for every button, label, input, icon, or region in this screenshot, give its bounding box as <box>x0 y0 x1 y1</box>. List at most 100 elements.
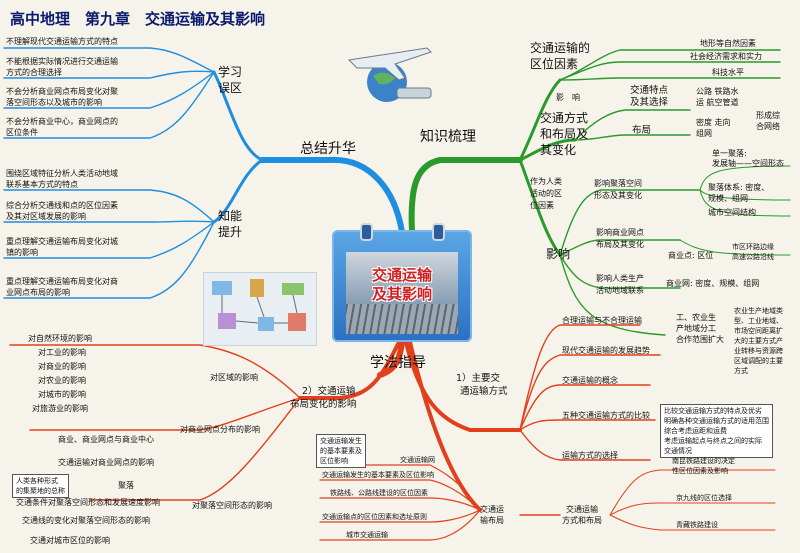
zhineng-label-2: 提升 <box>218 225 243 239</box>
zhuyao-item: 现代交通运输的发展趋势 <box>562 346 650 355</box>
buju-item: 城市交通运输 <box>346 531 388 539</box>
zhuyao-compare-line: 交通情况 <box>664 447 692 455</box>
center-title-line2: 及其影响 <box>371 285 432 303</box>
bianhua-jl-item: 交通线的变化对聚落空间形态的影响 <box>22 516 150 525</box>
land-use-illustration <box>203 272 317 346</box>
xuexi-label-1: 学习 <box>218 65 243 79</box>
bianhua-jl-item: 交通条件对聚落空间形态和发展速度影响 <box>16 498 160 507</box>
buju-boxed-line: 交通运输发生 <box>320 437 362 445</box>
yingxiang-multi-1: 聚落体系: 密度、 <box>708 183 770 192</box>
quwei-item: 地形等自然因素 <box>700 39 756 48</box>
fangshi-buju: 布局 <box>632 125 652 136</box>
zhuyao-compare-line: 明确各种交通运输方式的适用范围 <box>664 417 769 425</box>
zhuyao-compare-line: 比较交通运输方式的特点及优劣 <box>664 407 762 415</box>
quwei-label-2: 区位因素 <box>530 57 579 71</box>
buju-boxed-line: 区位影响 <box>320 457 348 465</box>
yingxiang-sy-side-1: 市区环路边缘 <box>732 243 774 251</box>
quwei-item: 科技水平 <box>712 68 744 77</box>
xuexi-item: 不能根据实际情况进行交通运输 <box>6 57 118 66</box>
bianhua-jl-box-line: 人类各种形式 <box>16 477 58 485</box>
yingxiang-juluo-1: 影响聚落空间 <box>594 179 642 188</box>
yingxiang-shangye-2: 布局及其变化 <box>596 240 644 249</box>
buju-sub-item: 南昆铁路建设的决定 <box>672 457 735 465</box>
yingxiang-multi-2: 规模、组网 <box>708 194 748 203</box>
bianhua-quyu-item: 对商业的影响 <box>38 362 86 371</box>
zhineng-item: 围绕区域特征分析人类活动地域 <box>6 169 118 178</box>
zhineng-label-1: 知能 <box>218 209 243 223</box>
bianhua-sy-item: 商业、商业网点与商业中心 <box>58 435 154 444</box>
zhuyao-item: 合理运输与不合理运输 <box>562 316 642 325</box>
bianhua-sy-item: 交通运输对商业网点的影响 <box>58 458 154 467</box>
buju-label-2: 输布局 <box>480 516 504 525</box>
bianhua-quyu-item: 对城市的影响 <box>38 390 86 399</box>
yingxiang-sy-point: 商业点: 区位 <box>668 251 714 260</box>
yingxiang-gy-desc: 大的主要方式产 <box>734 337 783 345</box>
binder-ring <box>432 223 445 241</box>
bianhua-jl-box-line: 的集聚地的总称 <box>16 487 65 495</box>
zhineng-item: 业网点布局的影响 <box>6 288 70 297</box>
fangshi-net-1: 形成综 <box>756 111 780 120</box>
bianhua-jl-item: 交通对城市区位的影响 <box>30 536 110 545</box>
railway-photo <box>346 252 458 334</box>
yingxiang-single-2: 发展轴——空间形态 <box>712 159 784 168</box>
yingxiang-lianxi-2: 活动地域联系 <box>596 286 644 295</box>
bianhua-jl-box: 人类各种形式 的集聚地的总称 <box>12 474 69 498</box>
center-title-line1: 交通运输 <box>371 266 432 284</box>
bianhua-quyu-item: 对自然环境的影响 <box>28 334 92 343</box>
yingxiang-sy-side-2: 高速公路沿线 <box>732 253 774 261</box>
yingxiang-gy-desc: 型、工业地域、 <box>734 317 783 325</box>
buju-boxed-line: 的基本要素及 <box>320 447 362 455</box>
zhineng-item: 镇的影响 <box>6 248 38 257</box>
fangshi-net-2: 合网络 <box>756 122 780 131</box>
yingxiang-act-2: 活动的区 <box>530 189 562 198</box>
branch-zhishi: 知识梳理 <box>420 129 476 145</box>
fangshi-density-2: 组网 <box>696 129 712 138</box>
center-topic: 交通运输 及其影响 <box>332 223 472 342</box>
yingxiang-sy-net: 商业网: 密度、规模、组网 <box>666 279 760 288</box>
yingxiang-gy-desc: 农业生产地域类 <box>734 307 783 315</box>
quwei-label-1: 交通运输的 <box>530 41 591 55</box>
buju-item: 交通运输发生的基本要素及区位影响 <box>322 471 434 479</box>
zhineng-item: 重点理解交通运输布局变化对城 <box>6 237 118 246</box>
xuexi-item: 不会分析商业中心，商业网点的 <box>6 117 118 126</box>
yingxiang-gy-desc: 区域调配的主要 <box>734 357 783 365</box>
buju-boxed: 交通运输发生 的基本要素及 区位影响 <box>316 434 366 468</box>
zhineng-item: 重点理解交通运输布局变化对商 <box>6 277 118 286</box>
fangshi-te-1: 交通特点 <box>630 85 669 96</box>
yingxiang-gy-desc: 市场空间距离扩 <box>734 327 783 335</box>
binder-ring <box>360 223 373 241</box>
yingxiang-act-3: 位因素 <box>530 201 554 210</box>
branch-zongjie: 总结升华 <box>300 141 356 157</box>
bianhua-quyu-item: 对农业的影响 <box>38 376 86 385</box>
fangshi-modes-1: 公路 铁路水 <box>696 87 739 96</box>
bianhua-label-2: 布局变化的影响 <box>290 399 357 410</box>
zhuyao-item: 交通运输的概念 <box>562 376 618 385</box>
buju-item: 铁路线、公路线建设的区位因素 <box>330 489 428 497</box>
zhuyao-item: 运输方式的选择 <box>562 451 618 460</box>
buju-sub-item: 青藏铁路建设 <box>676 521 718 529</box>
yingxiang-act-1: 作为人类 <box>530 177 562 186</box>
zhuyao-label-1: 1）主要交 <box>456 373 501 384</box>
quwei-item: 社会经济需求和实力 <box>690 52 762 61</box>
quwei-yingxiang: 影 响 <box>556 93 580 102</box>
zhineng-item: 综合分析交通线和点的区位因素 <box>6 201 118 210</box>
buju-label-1: 交通运 <box>480 505 504 514</box>
zhineng-item: 联系基本方式的特点 <box>6 180 78 189</box>
yingxiang-lianxi-1: 影响人类生产 <box>596 274 644 283</box>
page-title: 高中地理 第九章 交通运输及其影响 <box>10 10 266 28</box>
fangshi-label-1: 交通方式 <box>540 111 589 125</box>
fangshi-label-2: 和布局及 <box>540 127 589 141</box>
center-title: 交通运输 及其影响 <box>350 266 454 304</box>
bianhua-quyu-item: 对旅游业的影响 <box>32 404 88 413</box>
xuexi-item: 区位条件 <box>6 128 38 137</box>
yingxiang-label: 影响 <box>546 247 571 261</box>
zhuyao-compare-box: 比较交通运输方式的特点及优劣 明确各种交通运输方式的适用范围 综合考虑运距和运费… <box>660 404 773 458</box>
xuexi-item: 落空间形态以及城市的影响 <box>6 98 102 107</box>
bianhua-shangye: 对商业网点分布的影响 <box>180 425 260 434</box>
bianhua-quyu: 对区域的影响 <box>210 373 258 382</box>
zhineng-item: 及其对区域发展的影响 <box>6 212 86 221</box>
fangshi-modes-2: 运 航空管道 <box>696 98 739 107</box>
yingxiang-shangye-1: 影响商业网点 <box>596 228 644 237</box>
